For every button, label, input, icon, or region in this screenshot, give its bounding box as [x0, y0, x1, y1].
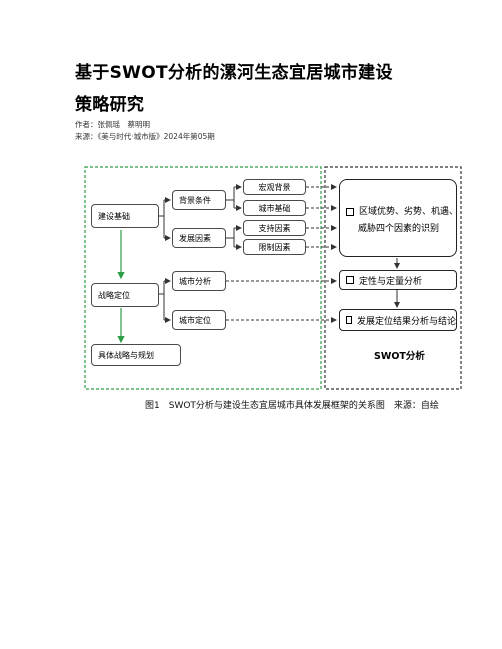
source-label: 来源： — [75, 132, 98, 141]
figure-connectors — [84, 166, 462, 390]
framework-figure: 建设基础 战略定位 具体战略与规划 背景条件 发展因素 城市分析 城市定位 宏观… — [84, 166, 462, 390]
checkbox-square-icon — [346, 207, 354, 216]
node-construction-basis: 建设基础 — [91, 204, 159, 228]
node-limit-factors: 限制因素 — [243, 239, 306, 255]
source-line: 来源：《美与时代·城市版》2024年第05期 — [75, 131, 215, 142]
green-dashed-frame — [84, 166, 322, 390]
swot-results-box: 发展定位结果分析与结论 — [339, 309, 457, 331]
title-line-1: 基于SWOT分析的漯河生态宜居城市建设 — [75, 63, 393, 83]
authors: 张佩瑶 蔡明明 — [97, 120, 151, 129]
checkbox-square-icon — [346, 276, 354, 284]
swot-qualitative-box: 定性与定量分析 — [339, 270, 457, 290]
title-line-2: 策略研究 — [75, 95, 145, 115]
checkbox-square-icon — [346, 316, 352, 324]
node-city-positioning: 城市定位 — [172, 310, 226, 330]
node-city-analysis: 城市分析 — [172, 271, 226, 291]
node-support-factors: 支持因素 — [243, 220, 306, 236]
figure-caption: 图1 SWOT分析与建设生态宜居城市具体发展框架的关系图 来源：自绘 — [145, 401, 439, 411]
node-strategy-planning: 具体战略与规划 — [91, 344, 181, 366]
black-dashed-frame — [324, 166, 462, 390]
node-city-basis: 城市基础 — [243, 200, 306, 216]
source: 《美与时代·城市版》2024年第05期 — [97, 132, 215, 141]
swot-identification-box: 区域优势、劣势、机遇、 威胁四个因素的识别 — [339, 179, 459, 257]
swot-label: SWOT分析 — [374, 351, 425, 362]
qualitative-label: 定性与定量分析 — [359, 276, 423, 287]
node-development: 发展因素 — [172, 228, 226, 248]
node-macro-background: 宏观背景 — [243, 179, 306, 195]
node-strategic-positioning: 战略定位 — [91, 283, 159, 307]
authors-line: 作者：张佩瑶 蔡明明 — [75, 119, 150, 130]
identification-line-2: 威胁四个因素的识别 — [358, 224, 440, 234]
results-label: 发展定位结果分析与结论 — [356, 316, 456, 327]
authors-label: 作者： — [75, 120, 98, 129]
identification-line-1: 区域优势、劣势、机遇、 — [359, 207, 459, 217]
node-background: 背景条件 — [172, 190, 226, 210]
